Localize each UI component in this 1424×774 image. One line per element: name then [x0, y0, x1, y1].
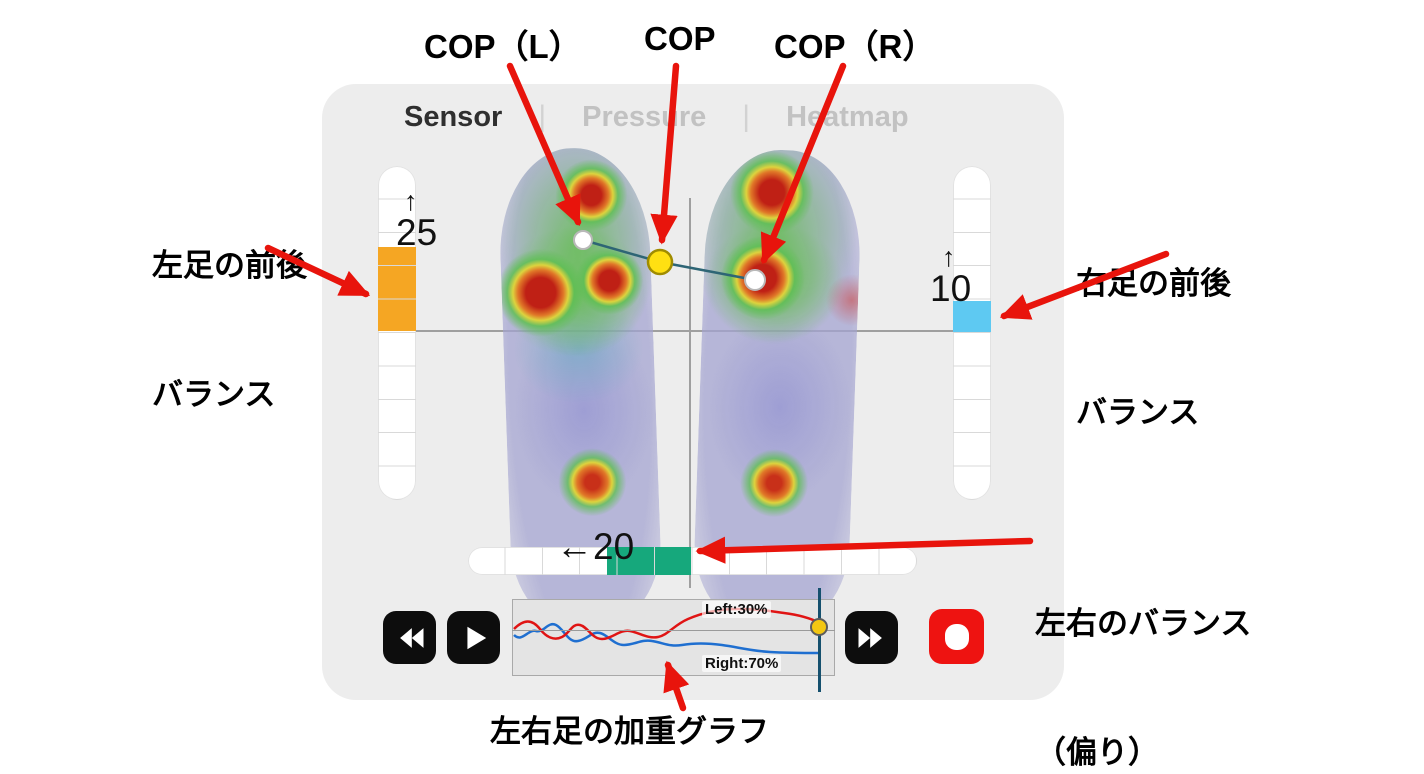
tab-bar: Sensor | Pressure | Heatmap	[404, 100, 909, 134]
callout-left-foot-balance-line2: バランス	[152, 377, 276, 412]
callout-left-foot-balance-line1: 左足の前後	[152, 248, 307, 283]
callout-lr-balance-line1: 左右のバランス	[1035, 606, 1252, 641]
graph-scrubber-line[interactable]	[818, 588, 821, 692]
callout-load-graph: 左右足の加重グラフ	[490, 714, 769, 749]
load-graph-panel: Left:30% Right:70%	[512, 599, 835, 676]
left-percent-label: Left:30%	[702, 601, 771, 618]
left-gauge-value: 25	[396, 212, 438, 253]
cop-markers	[573, 230, 766, 291]
load-graph-lines	[513, 607, 821, 655]
fast-forward-button[interactable]	[845, 611, 898, 664]
callout-cop-right: COP（R）	[774, 28, 936, 65]
fast-forward-icon	[858, 627, 882, 648]
cop-left-marker	[573, 230, 593, 250]
left-foot-balance-gauge-grid	[378, 166, 416, 500]
callout-cop-center: COP	[644, 20, 716, 57]
record-icon	[944, 623, 969, 650]
left-foot-balance-gauge	[378, 166, 416, 500]
graph-scrubber-handle[interactable]	[810, 618, 828, 636]
crosshair-horizontal-line	[416, 330, 957, 332]
left-foot-load-line	[513, 607, 821, 641]
right-foot-balance-gauge-grid	[953, 166, 991, 500]
load-graph-midline	[512, 630, 835, 631]
right-foot-balance-gauge	[953, 166, 991, 500]
record-button[interactable]	[929, 609, 984, 664]
bottom-gauge-value: ←20	[556, 526, 635, 567]
left-gauge-direction-arrow: ↑	[404, 186, 418, 216]
left-right-balance-gauge	[468, 547, 917, 575]
right-foot-load-line	[513, 622, 821, 655]
crosshair-vertical-line	[689, 198, 691, 588]
callout-lr-balance-line2: （偏り）	[1035, 735, 1159, 770]
sensor-panel	[322, 84, 1064, 700]
rewind-icon	[399, 627, 423, 648]
tab-heatmap[interactable]: Heatmap	[786, 100, 909, 133]
right-gauge-value: 10	[930, 268, 972, 309]
right-gauge-direction-arrow: ↑	[942, 242, 956, 272]
left-right-balance-gauge-grid	[468, 547, 917, 575]
rewind-button[interactable]	[383, 611, 436, 664]
callout-right-foot-balance-line1: 右足の前後	[1076, 266, 1231, 301]
right-percent-label: Right:70%	[702, 655, 782, 672]
cop-right-marker	[744, 269, 766, 291]
tab-sensor[interactable]: Sensor	[404, 100, 503, 133]
play-icon	[466, 626, 486, 649]
callout-left-foot-balance: 左足の前後 バランス	[152, 158, 307, 502]
callout-right-foot-balance-line2: バランス	[1076, 395, 1200, 430]
tab-pressure[interactable]: Pressure	[582, 100, 707, 133]
callout-cop-left: COP（L）	[424, 28, 582, 65]
callout-right-foot-balance: 右足の前後 バランス	[1076, 176, 1231, 520]
callout-lr-balance: 左右のバランス （偏り）	[1035, 516, 1251, 774]
cop-center-marker	[646, 248, 674, 276]
tab-separator: |	[538, 100, 547, 133]
tab-separator: |	[742, 100, 751, 133]
play-button[interactable]	[447, 611, 500, 664]
